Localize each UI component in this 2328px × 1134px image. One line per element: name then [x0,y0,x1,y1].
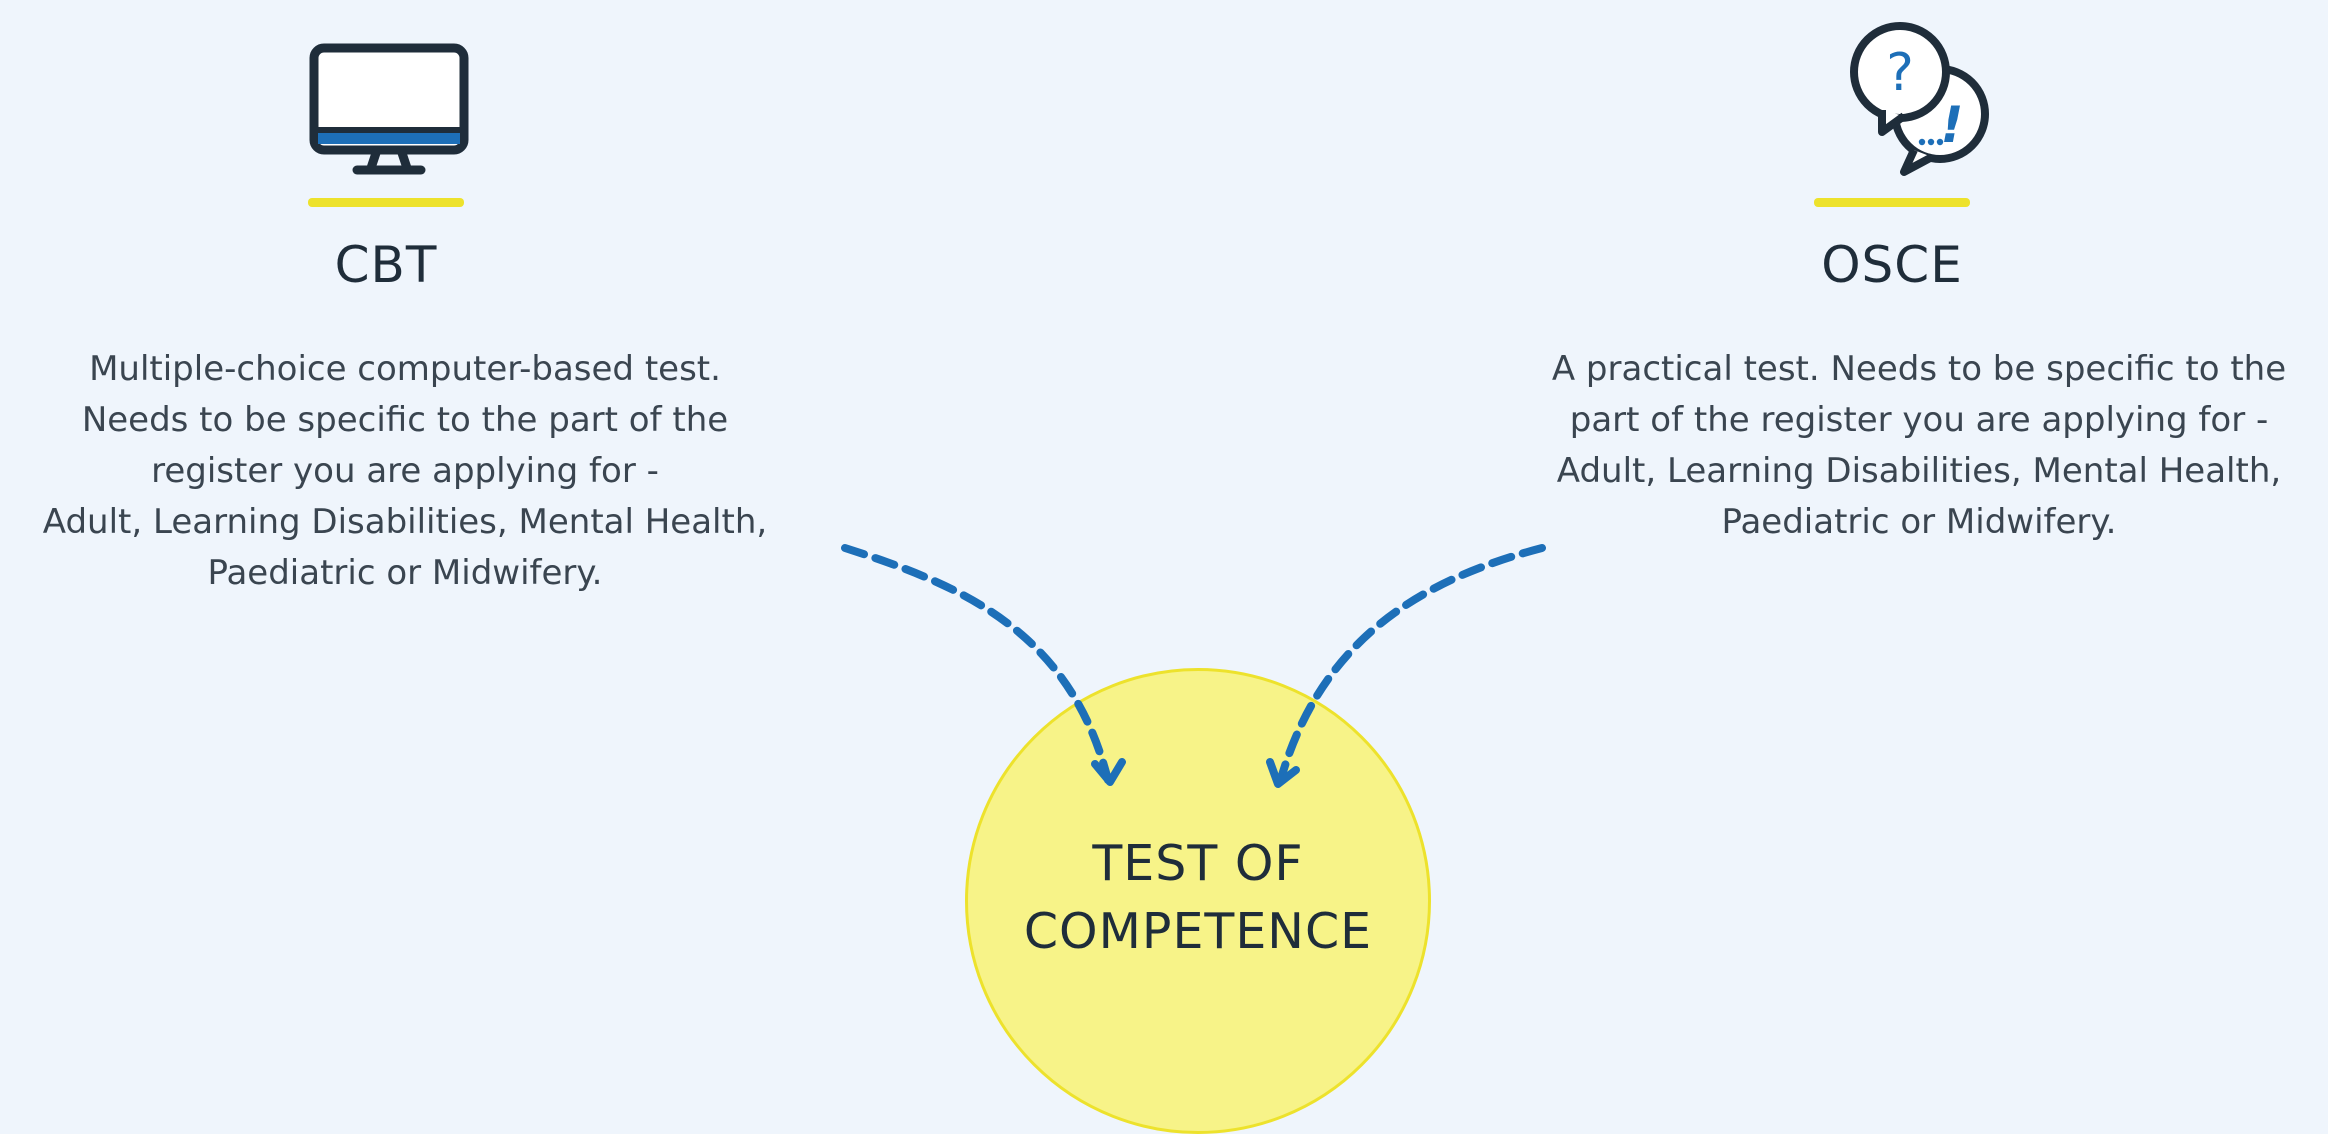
cbt-description-line: Paediatric or Midwifery. [207,553,603,593]
cbt-description-line: Needs to be specific to the part of the [81,400,729,440]
cbt-description-line: Adult, Learning Disabilities, Mental Hea… [42,502,768,542]
center-label-line: COMPETENCE [1023,903,1373,960]
cbt-arrowhead [1091,758,1126,786]
test-of-competence-circle [965,668,1431,1134]
center-label-line: TEST OF [1092,835,1304,892]
osce-description-line: Adult, Learning Disabilities, Mental Hea… [1556,451,2282,491]
computer-monitor-icon [287,30,487,220]
osce-description-line: Paediatric or Midwifery. [1721,502,2117,542]
svg-text:!: ! [1941,96,1964,154]
osce-description-line: part of the register you are applying fo… [1569,400,2269,440]
osce-description: A practical test. Needs to be specific t… [1510,344,2328,548]
osce-to-center-arrow [1276,544,1546,786]
cbt-description-line: Multiple-choice computer-based test. [89,349,721,389]
cbt-description: Multiple-choice computer-based test. Nee… [6,344,804,599]
cbt-description-line: register you are applying for - [151,451,659,491]
osce-description-line: A practical test. Needs to be specific t… [1551,349,2287,389]
osce-title: OSCE [1821,236,1963,294]
cbt-title: CBT [334,236,438,294]
speech-bubbles-icon: ? ! [1816,14,2016,204]
cbt-title-underline [308,198,464,207]
test-of-competence-label: TEST OF COMPETENCE [965,830,1431,966]
osce-title-underline [1814,198,1970,207]
osce-arrowhead [1266,758,1300,788]
cbt-to-center-arrow [841,544,1112,784]
svg-text:?: ? [1886,43,1914,103]
